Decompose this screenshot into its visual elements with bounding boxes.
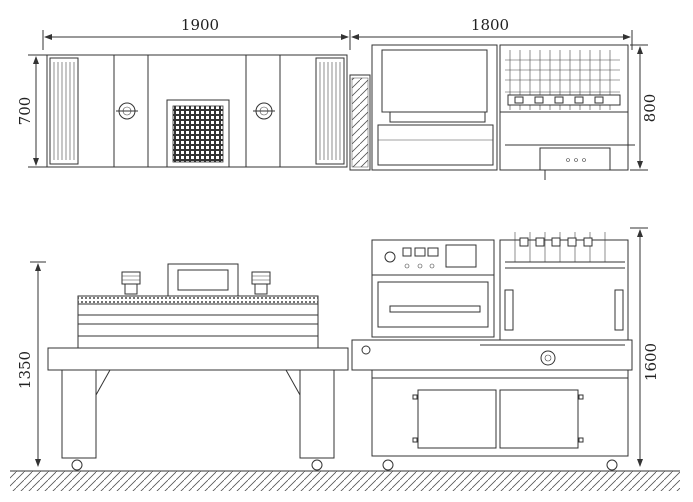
dim-label-1600: 1600 xyxy=(642,343,660,381)
touch-screen xyxy=(445,244,477,268)
dimension-right-1600: 1600 xyxy=(630,227,660,467)
dim-label-800: 800 xyxy=(641,94,659,123)
dimension-top-left: 1900 xyxy=(42,16,351,50)
feed-rollers xyxy=(519,237,593,247)
caster-wheel-icon xyxy=(311,459,323,471)
front-view-sealer xyxy=(351,232,633,471)
cabinet-door-left xyxy=(417,389,497,449)
roller-clamps xyxy=(514,96,604,104)
dim-label-700: 700 xyxy=(16,97,34,126)
motor-icon xyxy=(251,271,271,295)
dim-label-1800: 1800 xyxy=(471,16,509,34)
dimension-left-700: 700 xyxy=(16,54,48,168)
dimension-left-1350: 1350 xyxy=(16,261,46,467)
caster-wheel-icon xyxy=(606,459,618,471)
motor-icon xyxy=(121,271,141,295)
cabinet-door-right xyxy=(499,389,579,449)
vent-grille xyxy=(172,105,224,163)
dim-label-1350: 1350 xyxy=(16,351,34,389)
fan-icon xyxy=(116,102,138,120)
fan-icon xyxy=(253,102,275,120)
drive-wheel-icon xyxy=(540,350,556,366)
power-switch-icon xyxy=(384,251,396,263)
dimension-right-800: 800 xyxy=(630,44,659,171)
top-view-shrink-tunnel xyxy=(46,54,348,168)
dim-label-1900: 1900 xyxy=(181,16,219,34)
caster-wheel-icon xyxy=(382,459,394,471)
caster-wheel-icon xyxy=(71,459,83,471)
top-view-sealer xyxy=(349,44,635,180)
front-view-shrink-tunnel xyxy=(47,263,349,471)
dimension-top-right: 1800 xyxy=(351,16,633,50)
ground-line xyxy=(10,470,680,491)
